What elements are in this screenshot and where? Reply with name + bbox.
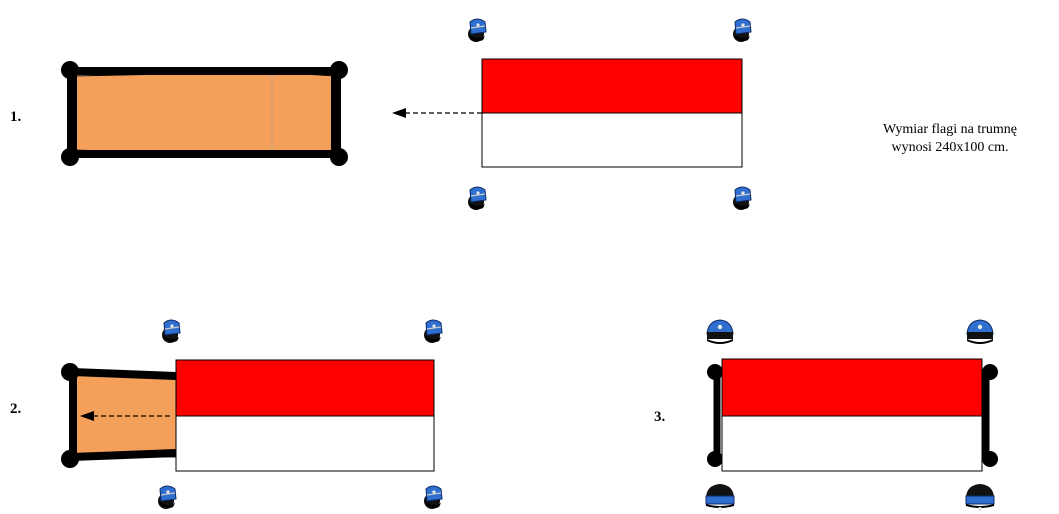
uniform-cap-icon — [423, 485, 443, 510]
uniform-cap-icon — [966, 319, 994, 345]
arrow-2 — [80, 411, 170, 421]
coffin-1 — [61, 61, 348, 166]
step-label-2: 2. — [10, 401, 22, 417]
coffin-3 — [707, 364, 998, 467]
uniform-cap-icon — [965, 483, 995, 512]
uniform-cap-icon — [157, 485, 177, 510]
flag-2 — [175, 359, 435, 472]
flag-3 — [721, 358, 983, 472]
uniform-cap-icon — [423, 319, 443, 344]
arrow-1 — [392, 108, 482, 118]
uniform-cap-icon — [467, 18, 487, 43]
step-label-1: 1. — [10, 109, 22, 125]
uniform-cap-icon — [706, 319, 734, 345]
step-label-3: 3. — [654, 409, 666, 425]
uniform-cap-icon — [705, 483, 735, 512]
note-line-2: wynosi 240x100 cm. — [891, 140, 1008, 155]
uniform-cap-icon — [161, 319, 181, 344]
uniform-cap-icon — [732, 18, 752, 43]
flag-1 — [481, 58, 743, 168]
uniform-cap-icon — [467, 186, 487, 211]
coffin-2 — [61, 363, 177, 468]
note-line-1: Wymiar flagi na trumnę — [883, 122, 1017, 137]
uniform-cap-icon — [732, 186, 752, 211]
